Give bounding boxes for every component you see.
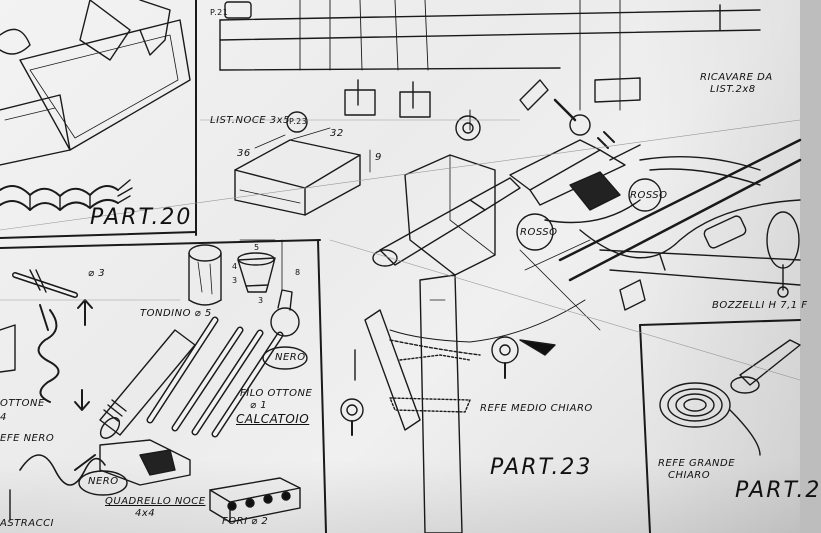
dim-3b: 3 xyxy=(258,296,264,305)
label-refe-medio: REFE MEDIO CHIARO xyxy=(480,403,593,414)
line-drawing xyxy=(0,0,802,533)
label-ottone-partial: OTTONE xyxy=(0,398,45,409)
dim-3-top: ⌀ 3 xyxy=(88,268,106,279)
label-tondino: TONDINO ⌀ 5 xyxy=(140,308,212,319)
dim-8: 8 xyxy=(295,268,301,277)
label-nero-2: NERO xyxy=(88,476,119,487)
label-list-noce: LIST.NOCE 3x5 xyxy=(210,115,290,126)
part23-title: PART.23 xyxy=(490,455,593,480)
background-lines xyxy=(0,119,801,381)
dim-36: 36 xyxy=(237,148,251,159)
label-rosso-2: ROSSO xyxy=(520,227,558,238)
dim-3a: 3 xyxy=(232,276,238,285)
wood-block-drawing xyxy=(234,111,371,216)
chisel-drawing xyxy=(372,115,521,276)
label-astracci: ASTRACCI xyxy=(0,518,54,529)
part20-title: PART.20 xyxy=(90,205,193,230)
label-filo-ottone: FILO OTTONE xyxy=(240,388,313,399)
label-filo-dim: ⌀ 1 xyxy=(250,400,268,411)
part-partial-title: PART.2 xyxy=(735,478,821,503)
label-refe-nero: EFE NERO xyxy=(0,433,55,444)
dim-5: 5 xyxy=(254,243,260,252)
label-list-2x8: LIST.2x8 xyxy=(710,84,756,95)
ramrod-drawings xyxy=(0,239,308,523)
gun-carriage-drawing xyxy=(558,138,802,311)
part23-rigging-drawing xyxy=(340,239,601,533)
label-p21: P.21 xyxy=(210,8,229,17)
label-quadrello-dim: 4x4 xyxy=(135,508,156,519)
label-p23: P.23 xyxy=(289,117,308,126)
label-ricavare: RICAVARE DA xyxy=(700,72,773,83)
label-chiaro: CHIARO xyxy=(668,470,711,481)
dim-4-left: 4 xyxy=(0,412,7,423)
dim-32: 32 xyxy=(330,128,344,139)
label-nero-1: NERO xyxy=(275,352,306,363)
label-refe-grande: REFE GRANDE xyxy=(658,458,736,469)
rope-coil-drawing xyxy=(659,339,801,456)
bracket-assembly-drawing xyxy=(509,79,662,251)
panel-borders xyxy=(0,0,801,533)
label-quadrello: QUADRELLO NOCE xyxy=(105,496,206,507)
label-fori: FORI ⌀ 2 xyxy=(222,516,269,527)
dim-9: 9 xyxy=(375,152,382,163)
part20-drawing xyxy=(0,0,191,211)
bulwark-drawing xyxy=(219,0,761,118)
label-bozzelli: BOZZELLI H 7,1 F xyxy=(712,300,808,311)
label-rosso-1: ROSSO xyxy=(630,190,668,201)
dim-4: 4 xyxy=(232,262,238,271)
label-calcatoio: CALCATOIO xyxy=(236,412,310,426)
